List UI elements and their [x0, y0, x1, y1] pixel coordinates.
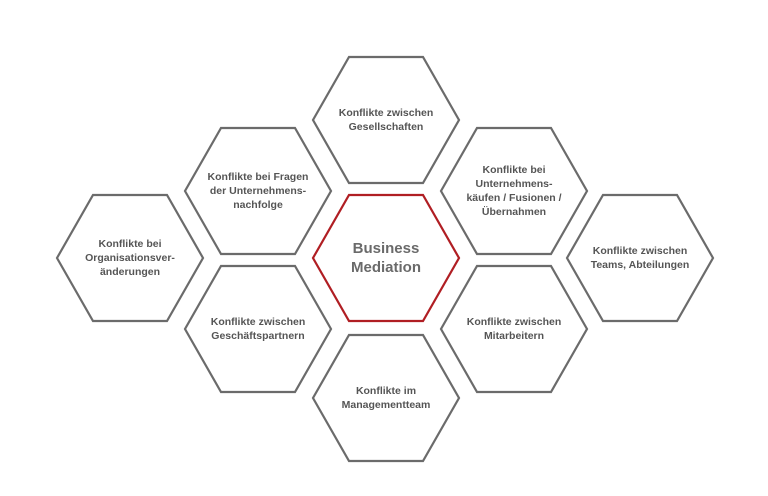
hexagon-shape: [439, 126, 589, 256]
hexagon-shape: [55, 193, 205, 323]
center-label: Business Mediation: [351, 240, 421, 276]
hex-label: Konflikte bei Unternehmens- käufen / Fus…: [466, 164, 562, 218]
hexagon-shape: [565, 193, 715, 323]
hexagon-shape: [311, 55, 461, 185]
hex-label: Konflikte zwischen Teams, Abteilungen: [590, 245, 690, 271]
hex-unternehmensnachfolge: Konflikte bei Fragen der Unternehmens- n…: [183, 126, 333, 256]
hex-label: Konflikte zwischen Gesellschaften: [338, 107, 434, 133]
hex-label: Konflikte bei Organisationsver- änderung…: [85, 238, 175, 278]
hex-mitarbeiter: Konflikte zwischen Mitarbeitern: [439, 264, 589, 394]
hexagon-shape: [183, 264, 333, 394]
hexagon-shape: [311, 333, 461, 463]
hex-teams-abteilungen: Konflikte zwischen Teams, Abteilungen: [565, 193, 715, 323]
hex-business-mediation: Business Mediation: [311, 193, 461, 323]
hexagon-shape: [311, 193, 461, 323]
hexagon-shape: [183, 126, 333, 256]
hex-label: Konflikte im Managementteam: [341, 385, 431, 411]
hex-geschaeftspartner: Konflikte zwischen Geschäftspartnern: [183, 264, 333, 394]
hex-gesellschaften: Konflikte zwischen Gesellschaften: [311, 55, 461, 185]
hex-unternehmenskaeufe: Konflikte bei Unternehmens- käufen / Fus…: [439, 126, 589, 256]
hex-label: Konflikte zwischen Geschäftspartnern: [210, 316, 306, 342]
hex-label: Konflikte zwischen Mitarbeitern: [466, 316, 562, 342]
hexagon-shape: [439, 264, 589, 394]
hex-label: Konflikte bei Fragen der Unternehmens- n…: [207, 171, 309, 211]
hex-organisationsveraenderungen: Konflikte bei Organisationsver- änderung…: [55, 193, 205, 323]
hex-managementteam: Konflikte im Managementteam: [311, 333, 461, 463]
